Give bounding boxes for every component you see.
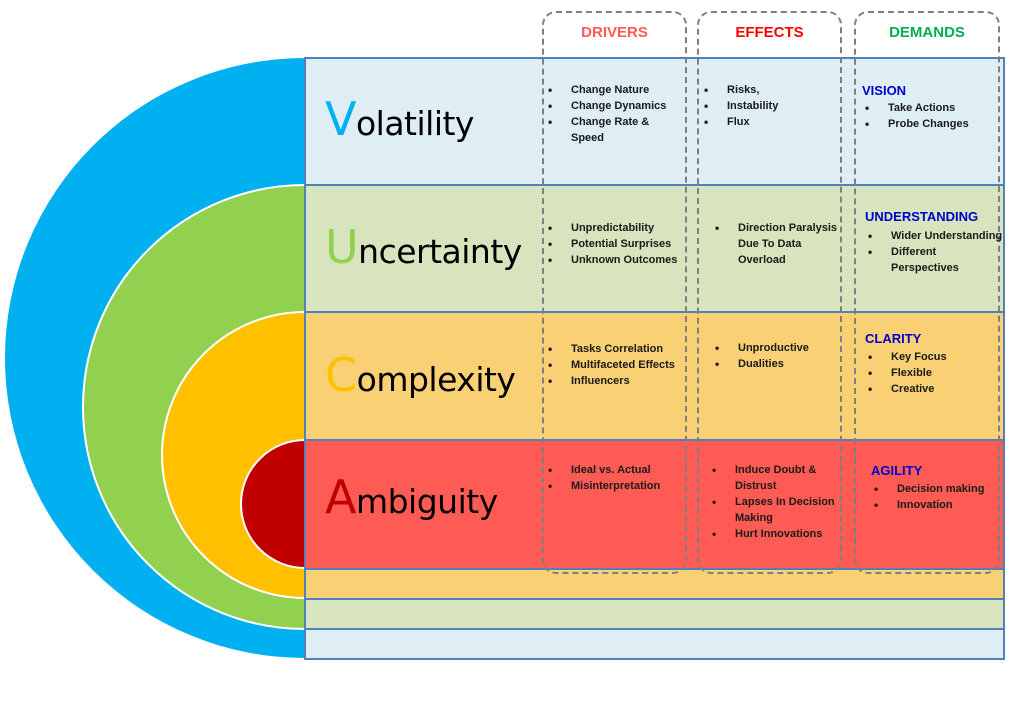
list-item: Influencers — [545, 373, 683, 389]
volatility-demand-title: VISION — [862, 83, 907, 98]
list-item: Dualities — [712, 356, 838, 372]
list-item: Flux — [701, 114, 839, 130]
complexity-effects-list: UnproductiveDualities — [712, 340, 838, 372]
volatility-effects-list: Risks,InstabilityFlux — [701, 82, 839, 130]
list-item: Take Actions — [862, 100, 1000, 116]
list-item: Change Nature — [545, 82, 683, 98]
list-item: Wider Understanding — [865, 228, 1003, 244]
uncertainty-strip — [304, 598, 1005, 630]
list-item: Instability — [701, 98, 839, 114]
effects-header: EFFECTS — [735, 24, 804, 41]
list-item: Tasks Correlation — [545, 341, 683, 357]
list-item: Induce Doubt & Distrust — [709, 462, 839, 494]
term-rest: olatility — [355, 104, 475, 143]
complexity-demands-list: Key FocusFlexibleCreative — [865, 349, 1003, 397]
complexity-drivers-list: Tasks CorrelationMultifaceted EffectsInf… — [545, 341, 683, 389]
term-uncertainty: Uncertainty — [325, 220, 522, 274]
list-item: Creative — [865, 381, 1003, 397]
term-rest: ncertainty — [358, 232, 522, 271]
uncertainty-drivers-list: UnpredictabilityPotential SurprisesUnkno… — [545, 220, 683, 268]
list-item: Unknown Outcomes — [545, 252, 683, 268]
list-item: Decision making — [871, 481, 1009, 497]
term-initial: V — [325, 92, 356, 146]
term-complexity: Complexity — [325, 348, 516, 402]
list-item: Multifaceted Effects — [545, 357, 683, 373]
list-item: Misinterpretation — [545, 478, 683, 494]
uncertainty-demand-title: UNDERSTANDING — [865, 209, 979, 224]
list-item: Lapses In Decision Making — [709, 494, 839, 526]
list-item: Ideal vs. Actual — [545, 462, 683, 478]
term-volatility: Volatility — [325, 92, 474, 146]
list-item: Innovation — [871, 497, 1009, 513]
list-item: Unpredictability — [545, 220, 683, 236]
list-item: Change Rate & Speed — [545, 114, 683, 146]
drivers-header: DRIVERS — [581, 24, 648, 41]
ambiguity-demand-title: AGILITY — [871, 463, 923, 478]
effects-column — [697, 11, 842, 574]
term-initial: A — [325, 470, 356, 524]
list-item: Risks, — [701, 82, 839, 98]
term-initial: C — [325, 348, 357, 402]
ambiguity-demands-list: Decision makingInnovation — [871, 481, 1009, 513]
list-item: Key Focus — [865, 349, 1003, 365]
volatility-strip — [304, 628, 1005, 660]
list-item: Potential Surprises — [545, 236, 683, 252]
list-item: Change Dynamics — [545, 98, 683, 114]
demands-header: DEMANDS — [889, 24, 965, 41]
term-ambiguity: Ambiguity — [325, 470, 498, 524]
volatility-drivers-list: Change NatureChange DynamicsChange Rate … — [545, 82, 683, 146]
volatility-demands-list: Take ActionsProbe Changes — [862, 100, 1000, 132]
term-initial: U — [325, 220, 359, 274]
drivers-column — [542, 11, 687, 574]
list-item: Flexible — [865, 365, 1003, 381]
list-item: Direction Paralysis Due To Data Overload — [712, 220, 838, 268]
complexity-demand-title: CLARITY — [865, 331, 922, 346]
uncertainty-effects-list: Direction Paralysis Due To Data Overload — [712, 220, 838, 268]
ambiguity-effects-list: Induce Doubt & DistrustLapses In Decisio… — [709, 462, 839, 542]
ambiguity-drivers-list: Ideal vs. ActualMisinterpretation — [545, 462, 683, 494]
list-item: Different Perspectives — [865, 244, 1003, 276]
term-rest: mbiguity — [355, 482, 498, 521]
term-rest: omplexity — [356, 360, 516, 399]
list-item: Probe Changes — [862, 116, 1000, 132]
uncertainty-demands-list: Wider UnderstandingDifferent Perspective… — [865, 228, 1003, 276]
list-item: Unproductive — [712, 340, 838, 356]
list-item: Hurt Innovations — [709, 526, 839, 542]
demands-column — [854, 11, 1000, 574]
